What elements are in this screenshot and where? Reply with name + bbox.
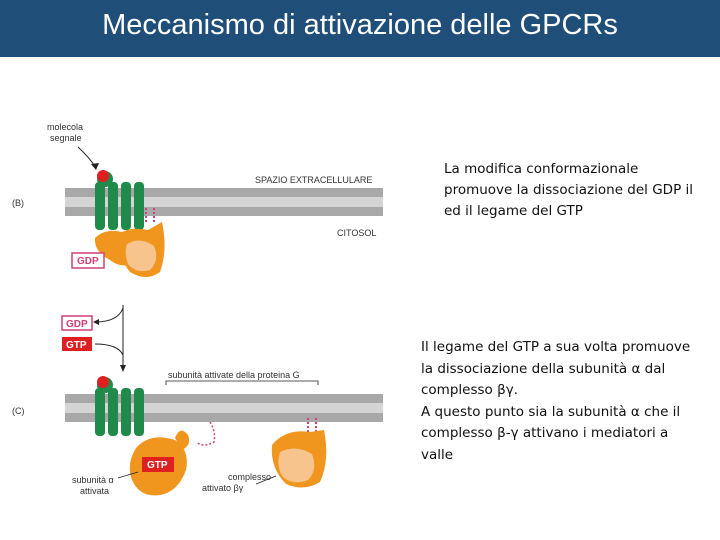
gdp-label-bound: GDP: [77, 256, 99, 267]
explanation-paragraph-2: Il legame del GTP a sua volta promuove l…: [421, 337, 691, 466]
gtp-in-arrow: [94, 343, 124, 356]
gdp-label-released: GDP: [66, 319, 88, 330]
alpha-label-2: attivata: [80, 486, 109, 496]
signal-arrowhead: [91, 163, 99, 170]
g-beta-c: [278, 448, 315, 483]
membrane-c-core: [65, 403, 383, 413]
panel-b-label: (B): [12, 198, 24, 208]
receptor-c: [95, 377, 144, 436]
bg-label-1: complesso: [228, 472, 271, 482]
receptor-b: [95, 171, 144, 230]
signal-molecule-label-1: molecola: [47, 122, 83, 132]
explanation-paragraph-1: La modifica conformazionale promuove la …: [444, 161, 693, 219]
signal-molecule-b: [97, 170, 109, 182]
gtp-box-incoming: [62, 337, 92, 351]
gtp-label-bound: GTP: [147, 460, 168, 471]
bg-leader: [255, 475, 277, 485]
activated-subunits-label: subunità attivate della proteina G: [168, 370, 300, 380]
signal-molecule-c: [97, 376, 109, 388]
slide-title: Meccanismo di attivazione delle GPCRs: [102, 9, 618, 41]
alpha-leader: [117, 471, 139, 479]
gdp-out-arrowhead: [93, 319, 99, 325]
gpcr-activation-diagram: (B) molecola segnale SPAZIO EXTRACELLULA…: [12, 122, 383, 496]
activated-subunits-bracket: [165, 380, 319, 385]
alpha-label-1: subunità α: [72, 475, 114, 485]
alpha-tail-c: [175, 430, 190, 450]
cytosol-label: CITOSOL: [337, 228, 376, 238]
explanation-paragraph-2-line-2: A questo punto sia la subunità α che il …: [421, 403, 681, 463]
title-bar: Meccanismo di attivazione delle GPCRs: [0, 0, 720, 57]
panel-c-label: (C): [12, 406, 25, 416]
membrane-c-inner: [65, 413, 383, 422]
g-beta-b: [125, 240, 157, 272]
membrane-c-outer: [65, 394, 383, 403]
gdp-out-arrow: [94, 307, 124, 323]
anchor-c1: [195, 421, 216, 446]
membrane-b-core: [65, 197, 383, 207]
gtp-box-bound: [142, 457, 174, 472]
membrane-b-outer: [65, 188, 383, 197]
membrane-b-inner: [65, 207, 383, 216]
gtp-label-incoming: GTP: [66, 340, 87, 351]
gdp-box-bound: [71, 252, 105, 269]
signal-molecule-label-2: segnale: [50, 133, 82, 143]
gdp-box-released: [61, 315, 93, 331]
extracellular-label: SPAZIO EXTRACELLULARE: [255, 175, 372, 185]
explanation-paragraph-2-line-1: Il legame del GTP a sua volta promuove l…: [421, 339, 691, 398]
exchange-arrowhead: [120, 365, 126, 372]
bg-label-2: attivato βγ: [202, 483, 244, 493]
